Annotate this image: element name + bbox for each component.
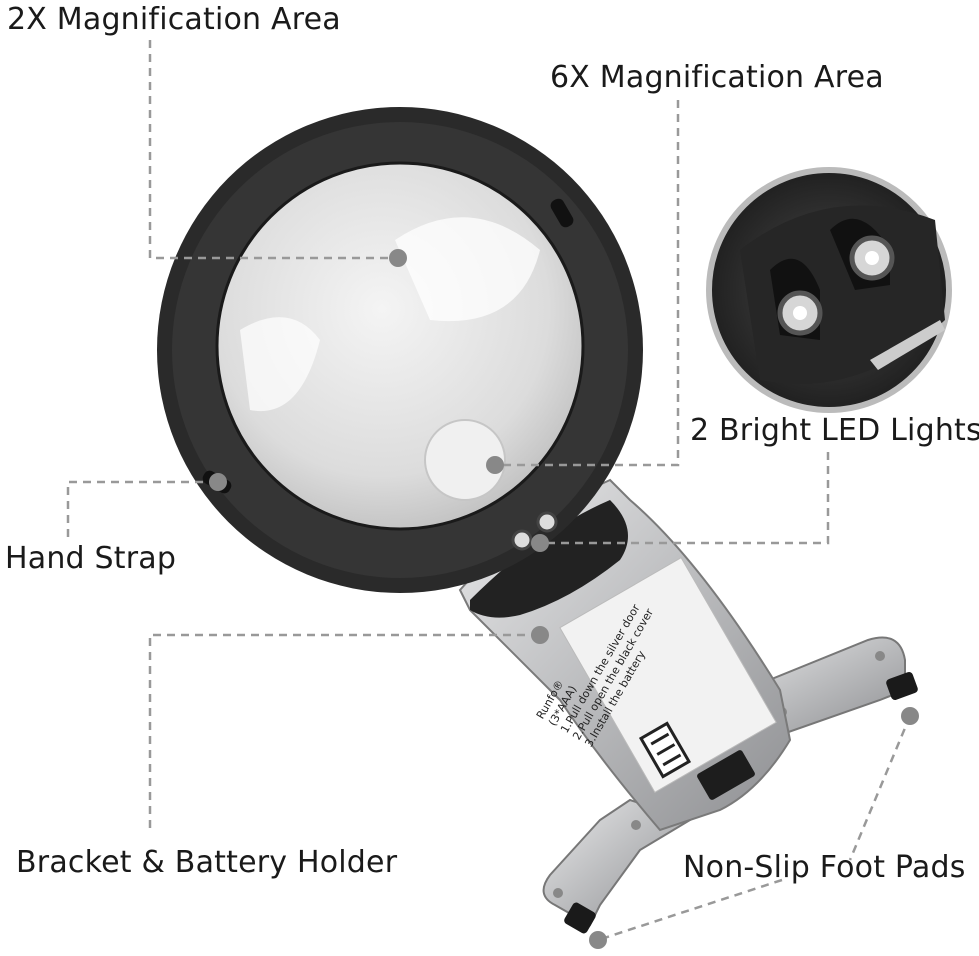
label-led-lights: 2 Bright LED Lights [690,413,979,448]
callout-dot-bracket [531,626,549,644]
label-hand-strap: Hand Strap [5,541,177,576]
callout-dot-foot-top [901,707,919,725]
battery-sticker [559,557,777,793]
callout-dots [209,249,919,949]
magnifier-head [157,107,643,593]
callout-dot-6x [486,456,504,474]
foot-pad-bottom [564,902,596,934]
callout-lines [66,40,912,942]
callout-dot-strap [209,473,227,491]
foot-pad-top [886,672,918,700]
6x-lens [424,419,506,501]
handle [458,478,792,832]
label-2x-magnification: 2X Magnification Area [7,2,341,37]
label-bracket-battery: Bracket & Battery Holder [16,845,398,880]
callout-dot-foot-bottom [589,931,607,949]
callout-dot-2x [389,249,407,267]
led-inset [706,167,952,413]
label-foot-pads: Non-Slip Foot Pads [683,850,966,885]
callout-dot-led [531,534,549,552]
label-6x-magnification: 6X Magnification Area [550,60,884,95]
strap-slot-top [550,198,574,228]
